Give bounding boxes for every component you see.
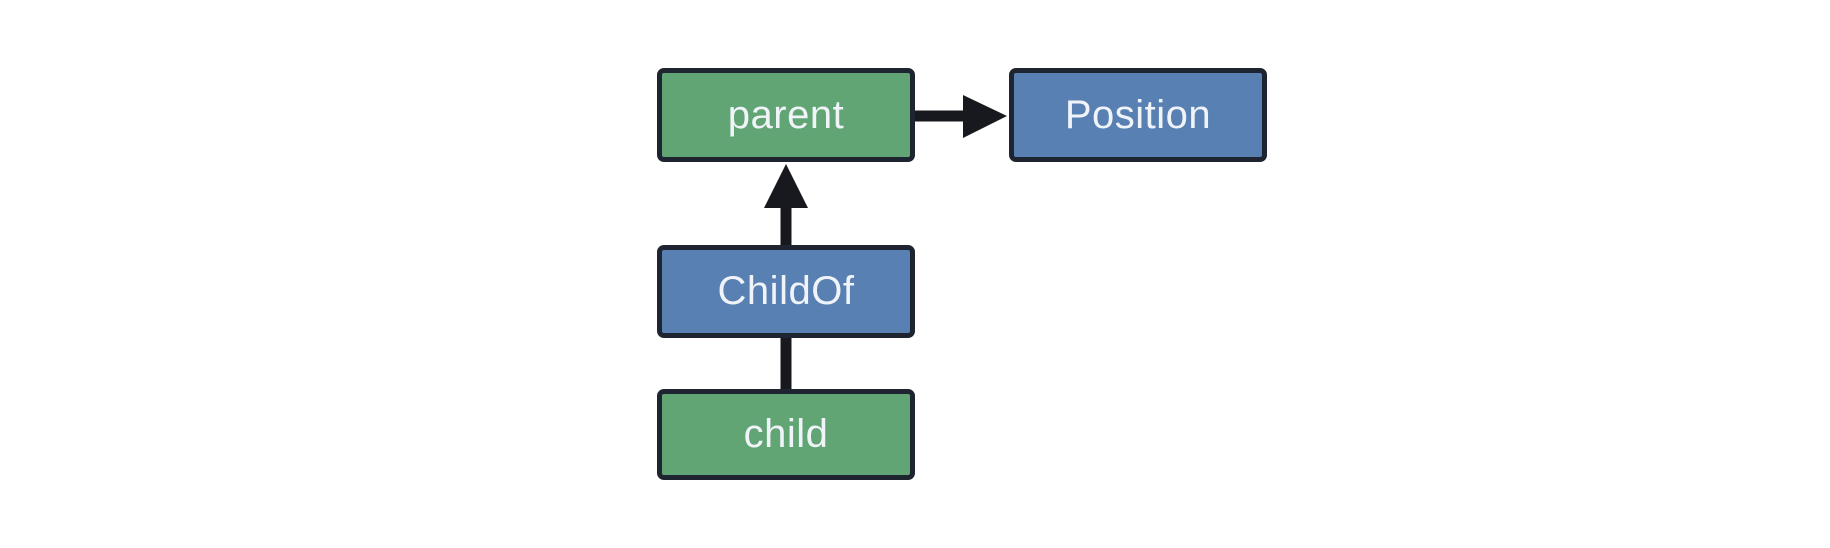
node-parent-label: parent: [727, 92, 845, 137]
node-child-label: child: [743, 412, 829, 456]
node-position: Position: [1009, 68, 1267, 162]
node-position-label: Position: [1064, 92, 1212, 137]
node-parent: parent: [657, 68, 915, 162]
node-childof-label: ChildOf: [717, 269, 855, 313]
node-childof: ChildOf: [657, 245, 915, 338]
edge-childof-to-parent: [764, 164, 808, 247]
arrow-right-icon: [963, 95, 1007, 138]
arrow-up-icon: [764, 164, 808, 208]
node-child: child: [657, 389, 915, 480]
edge-parent-to-position: [913, 95, 1007, 138]
